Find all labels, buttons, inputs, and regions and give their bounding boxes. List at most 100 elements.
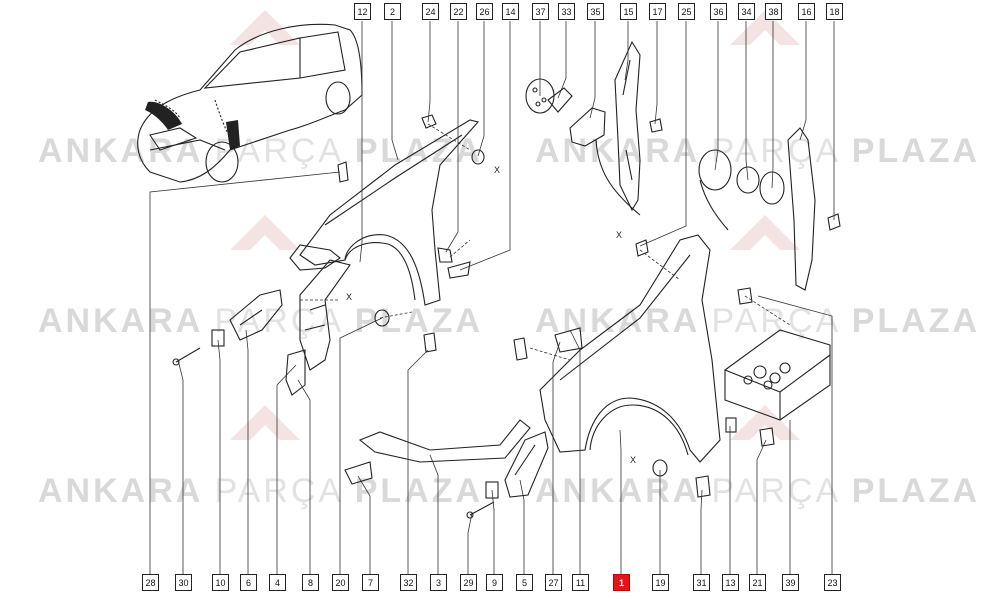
watermark-word: ANKARA (38, 302, 215, 340)
watermark-word: PLAZA (851, 132, 981, 170)
seal-33 (547, 87, 573, 113)
callout-label-17: 17 (649, 3, 666, 20)
callout-label-7: 7 (362, 574, 379, 591)
screw-right-mid (737, 287, 753, 305)
callout-label-30: 30 (175, 574, 192, 591)
leader-line (624, 21, 629, 81)
leader-line (407, 349, 429, 574)
nut-left (374, 309, 390, 327)
leader-line (339, 317, 383, 574)
side-trim-16 (787, 127, 816, 291)
seal-34 (736, 166, 760, 194)
leader-line (491, 489, 495, 574)
callout-label-12: 12 (354, 3, 371, 20)
clip-17 (649, 118, 663, 133)
clip-25 (635, 239, 649, 257)
watermark-word: ANKARA (535, 302, 712, 340)
watermark-word: PLAZA (851, 472, 981, 510)
screw-31 (695, 475, 711, 498)
callout-label-8: 8 (302, 574, 319, 591)
leader-line (619, 429, 622, 574)
callout-label-37: 37 (532, 3, 549, 20)
leader-line (427, 21, 431, 123)
callout-label-18: 18 (826, 3, 843, 20)
left-hinge-6 (229, 289, 283, 341)
car-highlight-zone (145, 101, 240, 150)
callout-label-32: 32 (400, 574, 417, 591)
watermark-word: PARÇA (711, 472, 852, 510)
callout-label-16: 16 (798, 3, 815, 20)
leader-line (276, 364, 297, 574)
callout-label-31: 31 (693, 574, 710, 591)
callout-label-22: 22 (450, 3, 467, 20)
leader-line (357, 475, 371, 574)
callout-label-15: 15 (620, 3, 637, 20)
fastener-kit-39 (724, 329, 831, 421)
callout-label-2: 2 (384, 3, 401, 20)
leader-line (477, 21, 485, 157)
callout-label-29: 29 (460, 574, 477, 591)
callout-label-36: 36 (710, 3, 727, 20)
x-mark: X (494, 165, 500, 175)
leader-line (700, 489, 703, 574)
leader-line (245, 329, 249, 574)
right-fender-1 (539, 234, 721, 463)
callout-label-34: 34 (738, 3, 755, 20)
callout-label-1: 1 (613, 574, 630, 591)
clip-22 (437, 247, 453, 263)
leader-line (445, 21, 459, 253)
x-mark: X (346, 292, 352, 302)
leader-line (714, 21, 719, 171)
leader-line (552, 341, 561, 574)
leader-line (569, 329, 581, 574)
leader-line (149, 171, 341, 574)
leader-line (297, 379, 311, 574)
leader-line (771, 21, 774, 189)
leader-lines (149, 21, 835, 574)
watermark-word: ANKARA (38, 472, 215, 510)
leader-line (429, 454, 439, 574)
leader-line (757, 295, 833, 574)
callout-label-9: 9 (486, 574, 503, 591)
left-bracket-12 (289, 244, 341, 271)
logo-watermark (230, 10, 800, 440)
bracket-14 (447, 261, 471, 279)
leader-line (217, 339, 221, 574)
callout-label-28: 28 (142, 574, 159, 591)
fuel-door-housing-35 (569, 107, 641, 216)
watermark-text: ANKARA PARÇA PLAZA (535, 132, 980, 171)
clip-32 (423, 332, 437, 353)
watermark-word: ANKARA (535, 472, 712, 510)
leader-line (519, 479, 525, 574)
watermark-text: ANKARA PARÇA PLAZA (535, 302, 980, 341)
leader-line (359, 21, 363, 263)
callout-label-4: 4 (269, 574, 286, 591)
leader-line (467, 512, 473, 574)
x-mark: X (616, 230, 622, 240)
clip-13 (725, 417, 737, 433)
leader-line (557, 21, 567, 99)
screw-28 (337, 161, 349, 183)
hinge-5 (504, 431, 549, 498)
callout-label-21: 21 (749, 574, 766, 591)
leader-line (654, 21, 658, 125)
watermark-word: ANKARA (38, 132, 215, 170)
watermark-word: PARÇA (711, 302, 852, 340)
gasket-38 (759, 171, 785, 205)
screw-right (513, 337, 528, 361)
plate-9 (485, 481, 499, 499)
leader-line (589, 21, 596, 119)
left-fender (299, 119, 480, 306)
clip-24 (421, 114, 437, 129)
x-mark: X (630, 455, 636, 465)
watermark-word: PLAZA (851, 302, 981, 340)
lower-bracket-3 (358, 419, 531, 463)
callout-label-19: 19 (652, 574, 669, 591)
watermark-text: ANKARA PARÇA PLAZA (535, 472, 980, 511)
bracket-8 (285, 349, 306, 396)
watermark-word: ANKARA (535, 132, 712, 170)
callout-label-11: 11 (572, 574, 589, 591)
clip-26 (471, 149, 485, 165)
alignment-lines (300, 123, 791, 361)
callout-label-10: 10 (212, 574, 229, 591)
